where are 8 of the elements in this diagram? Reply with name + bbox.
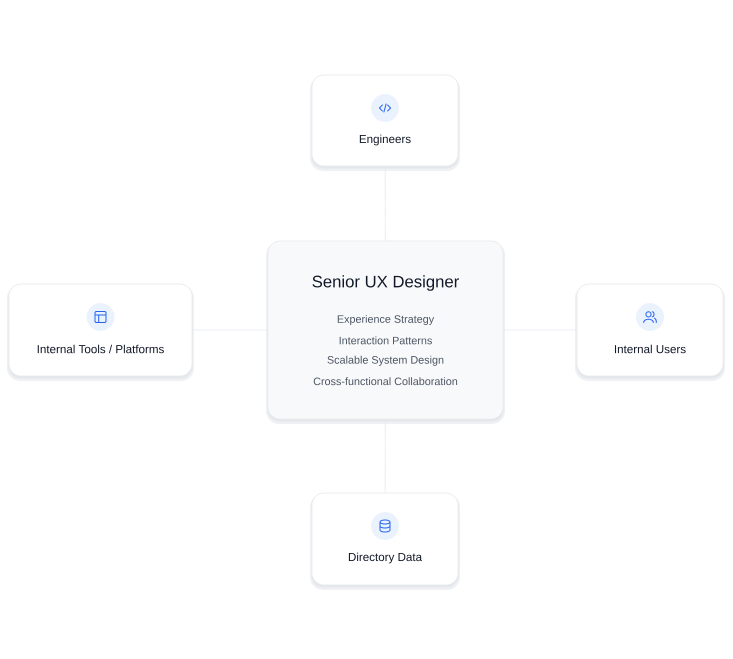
stakeholder-card: Engineers [310,74,460,171]
stakeholder-card: Directory Data [310,492,460,590]
skill-item: Experience Strategy [338,314,434,326]
skill-item: Cross-functional Collaboration [314,377,458,386]
skill-item: Interaction Patterns [340,336,432,344]
stakeholder-card: Internal Tools / Platforms [7,284,194,381]
skill-item: Scalable System Design [327,356,444,366]
stakeholder-card: Internal Users [575,284,725,381]
